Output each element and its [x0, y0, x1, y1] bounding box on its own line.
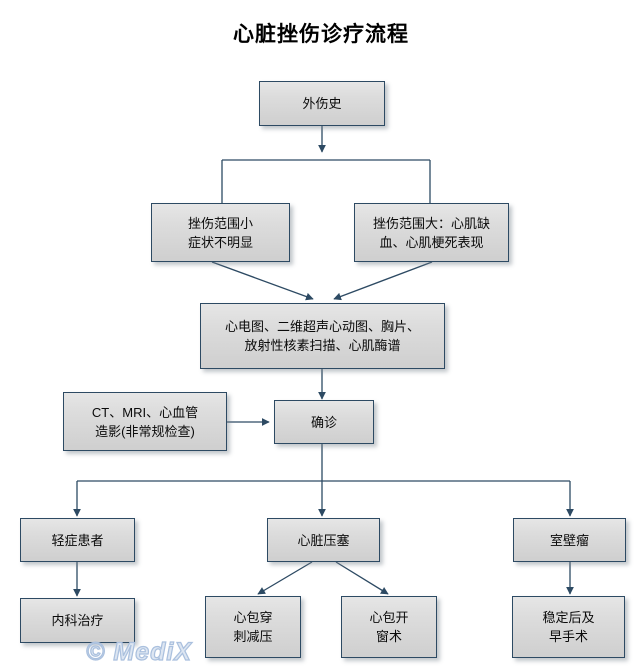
- node-large-contusion[interactable]: 挫伤范围大：心肌缺 血、心肌梗死表现: [354, 203, 509, 262]
- watermark: © MediX: [85, 637, 192, 666]
- node-small-contusion[interactable]: 挫伤范围小 症状不明显: [151, 203, 290, 262]
- node-pericardiocentesis[interactable]: 心包穿 刺减压: [205, 596, 301, 658]
- node-confirmed-diagnosis[interactable]: 确诊: [274, 400, 374, 444]
- page-title: 心脏挫伤诊疗流程: [233, 23, 409, 46]
- edge-tamponade-to-pericardiocentesis: [257, 561, 313, 595]
- edge-tamponade-to-window: [335, 561, 389, 595]
- edge-small-to-exams: [211, 261, 314, 301]
- node-mild-patients[interactable]: 轻症患者: [20, 518, 135, 562]
- node-special-exams[interactable]: CT、MRI、心血管 造影(非常规检查): [63, 392, 227, 451]
- node-medical-treatment[interactable]: 内科治疗: [20, 598, 135, 643]
- node-cardiac-tamponade[interactable]: 心脏压塞: [267, 518, 380, 562]
- edge-large-to-exams: [333, 261, 433, 301]
- node-pericardial-window[interactable]: 心包开 窗术: [341, 596, 437, 658]
- node-early-surgery[interactable]: 稳定后及 早手术: [512, 596, 625, 658]
- node-routine-exams[interactable]: 心电图、二维超声心动图、胸片、 放射性核素扫描、心肌酶谱: [200, 303, 445, 369]
- node-trauma-history[interactable]: 外伤史: [259, 81, 385, 126]
- node-ventricular-aneurysm[interactable]: 室壁瘤: [513, 518, 626, 562]
